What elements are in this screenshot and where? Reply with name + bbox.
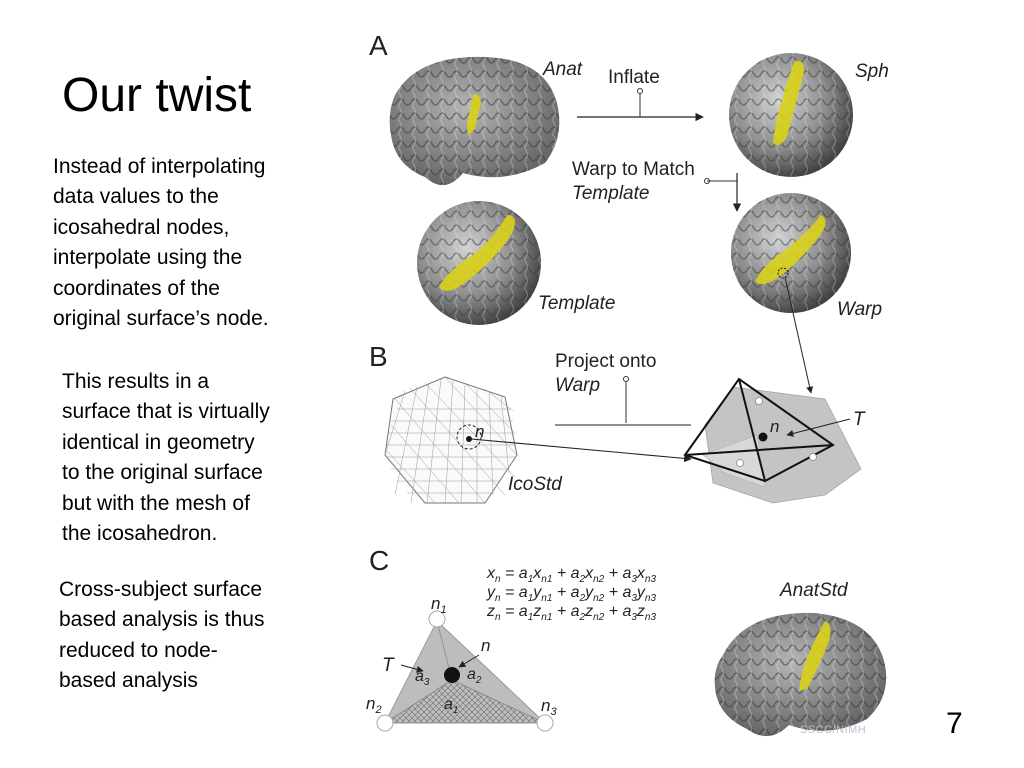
anat-label: Anat xyxy=(542,59,583,80)
panel-b: B n IcoStd Project onto Warp xyxy=(369,341,866,504)
paragraph-result: This results in a surface that is virtua… xyxy=(62,370,270,546)
vertex-n1-label: n1 xyxy=(431,594,447,616)
anatstd-brain xyxy=(714,612,887,737)
project-onto-warp: Warp xyxy=(555,375,600,396)
sph-highlight xyxy=(773,60,804,145)
anat-brain xyxy=(389,56,560,186)
projected-surface xyxy=(683,377,862,504)
area-a3-label: a3 xyxy=(415,668,430,688)
warp-label: Warp xyxy=(837,299,882,320)
sph-label: Sph xyxy=(855,61,889,82)
anatstd-label: AnatStd xyxy=(779,580,849,601)
surface-triangle-label: T xyxy=(853,409,866,430)
equation-y: yn = a1yn1 + a2yn2 + a3yn3 xyxy=(486,584,656,604)
panel-c-label: C xyxy=(369,545,389,576)
triangle-t-label: T xyxy=(382,655,395,676)
anat-highlight xyxy=(467,94,481,135)
warp-to-match-label: Warp to Match xyxy=(572,159,695,180)
paragraph-interpolation: Instead of interpolating data values to … xyxy=(53,155,269,331)
panel-c: C xn = a1xn1 + a2xn2 + a3xn3 yn = a1yn1 … xyxy=(366,545,887,737)
method-figure: A Anat Inflate Sph Warp to Match Templat… xyxy=(366,30,889,737)
icosahedron-node-label: n xyxy=(475,422,484,441)
sph-sphere xyxy=(729,53,853,177)
warp-highlight xyxy=(755,215,826,285)
template-highlight xyxy=(439,215,515,291)
area-a1-label: a1 xyxy=(444,696,458,716)
slide-title: Our twist xyxy=(62,69,252,122)
vertex-n3-label: n3 xyxy=(541,696,557,718)
template-label: Template xyxy=(538,293,615,314)
area-a2-label: a2 xyxy=(467,666,482,686)
barycentric-triangle xyxy=(376,610,554,732)
equation-x: xn = a1xn1 + a2xn2 + a3xn3 xyxy=(486,565,656,585)
icostd-label: IcoStd xyxy=(508,474,563,495)
equation-z: zn = a1zn1 + a2zn2 + a3zn3 xyxy=(486,603,656,623)
panel-b-label: B xyxy=(369,341,388,372)
warp-to-match-template: Template xyxy=(572,183,649,204)
node-n-label: n xyxy=(481,636,490,655)
anatstd-highlight xyxy=(799,621,831,691)
template-sphere xyxy=(417,201,541,325)
paragraph-conclusion: Cross-subject surface based analysis is … xyxy=(59,578,265,693)
vertex-n2-label: n2 xyxy=(366,694,382,716)
panel-a-label: A xyxy=(369,30,388,61)
icosahedron-mesh xyxy=(384,376,518,504)
warp-to-surface-arrow xyxy=(784,276,814,394)
project-arrow xyxy=(470,438,692,463)
inflate-label: Inflate xyxy=(608,67,660,88)
credit-watermark: SSCC/NIMH xyxy=(800,724,867,736)
surface-node-label: n xyxy=(770,417,779,436)
panel-a: A Anat Inflate Sph Warp to Match Templat… xyxy=(369,30,889,325)
warp-sphere xyxy=(731,193,851,313)
page-number: 7 xyxy=(946,707,963,740)
project-onto-label: Project onto xyxy=(555,351,656,372)
